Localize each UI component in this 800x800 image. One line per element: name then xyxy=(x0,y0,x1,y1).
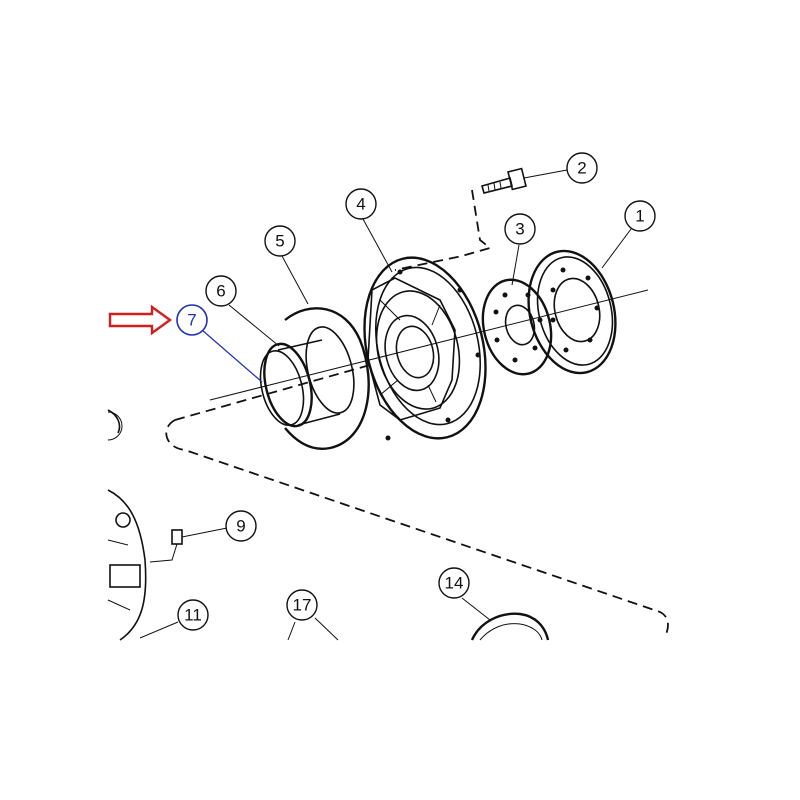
part-5-snap-ring xyxy=(284,307,370,450)
assembly-boundary-dashed xyxy=(165,364,669,639)
callout-5-label: 5 xyxy=(275,232,284,251)
callout-7-label: 7 xyxy=(187,311,196,330)
callout-1-label: 1 xyxy=(635,207,644,226)
callout-3: 3 xyxy=(504,213,536,245)
part-7-seal xyxy=(259,350,305,426)
callout-9: 9 xyxy=(225,510,257,542)
bolt-dashed-leader xyxy=(394,189,492,271)
part-9-sensor xyxy=(149,529,183,563)
callout-11-label: 11 xyxy=(184,606,202,625)
left-transmission-case xyxy=(107,409,147,641)
callout-1: 1 xyxy=(624,200,656,232)
callout-17: 17 xyxy=(286,589,318,621)
callout-17-label: 17 xyxy=(293,596,312,615)
right-arrow-icon xyxy=(108,304,173,336)
part-14-gear xyxy=(470,612,550,641)
part-2-bolt xyxy=(481,167,527,194)
part-3-thrust-washer xyxy=(481,278,553,376)
callout-2: 2 xyxy=(566,152,598,184)
leader-lines xyxy=(139,169,632,641)
leader-line-7 xyxy=(201,329,263,383)
callout-14: 14 xyxy=(438,567,470,599)
callout-9-label: 9 xyxy=(236,517,245,536)
part-6-bushing xyxy=(263,326,355,428)
callout-6: 6 xyxy=(205,275,237,307)
callout-11: 11 xyxy=(177,599,209,631)
callout-2-label: 2 xyxy=(577,159,586,178)
callout-partial-left xyxy=(107,411,123,441)
callout-4: 4 xyxy=(345,188,377,220)
callout-7-highlighted: 7 xyxy=(176,304,208,336)
callout-3-label: 3 xyxy=(515,220,524,239)
callout-14-label: 14 xyxy=(445,574,464,593)
center-axis xyxy=(209,289,649,401)
callout-5: 5 xyxy=(264,225,296,257)
callout-6-label: 6 xyxy=(216,282,225,301)
part-4-pump-housing xyxy=(363,256,487,441)
part-1-cover-plate xyxy=(527,249,617,375)
callout-4-label: 4 xyxy=(356,195,365,214)
